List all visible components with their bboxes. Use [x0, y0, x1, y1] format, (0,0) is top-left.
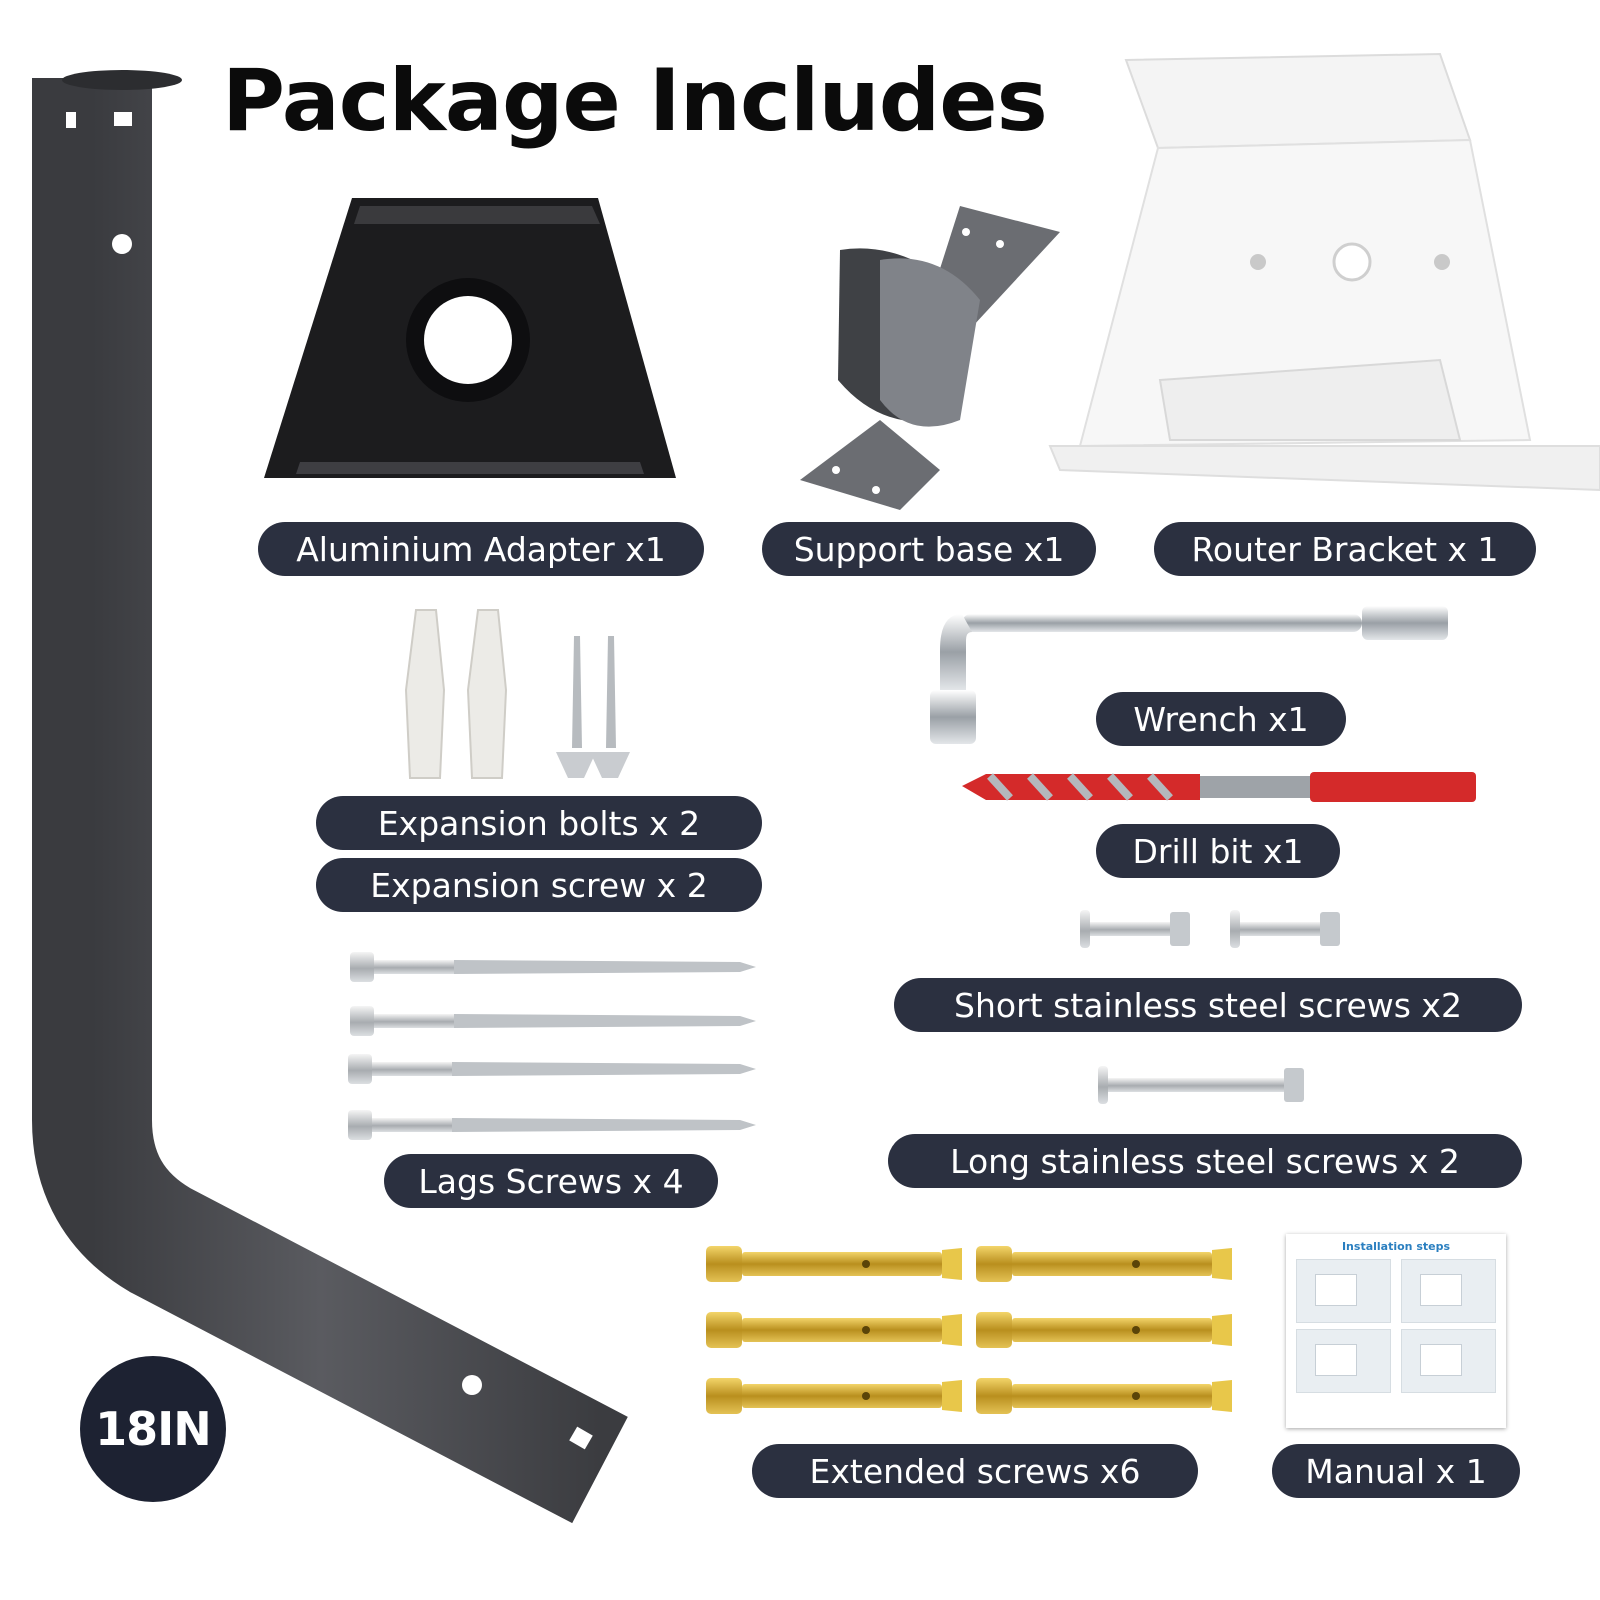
- size-badge: 18IN: [80, 1356, 226, 1502]
- label-drill-bit: Drill bit x1: [1096, 824, 1340, 878]
- router-bracket-icon: [1048, 52, 1600, 492]
- manual-step-image: [1296, 1329, 1391, 1393]
- manual-icon: Installation steps: [1286, 1234, 1506, 1428]
- expansion-screw-icon: [556, 636, 630, 778]
- short-screw-icon: [1080, 910, 1340, 948]
- expansion-bolt-icon: [404, 609, 508, 779]
- lag-screw-icon: [348, 952, 756, 1140]
- label-lags-screws: Lags Screws x 4: [384, 1154, 718, 1208]
- long-screw-icon: [1098, 1066, 1304, 1104]
- page-title: Package Includes: [222, 51, 1048, 151]
- label-extended-screws: Extended screws x6: [752, 1444, 1198, 1498]
- mounting-pole-icon: [32, 70, 628, 1524]
- wrench-icon: [930, 606, 1448, 744]
- extended-screw-icon: [706, 1246, 1232, 1414]
- drill-bit-icon: [962, 772, 1476, 802]
- manual-heading: Installation steps: [1341, 1240, 1451, 1253]
- label-aluminium-adapter: Aluminium Adapter x1: [258, 522, 704, 576]
- manual-steps-grid: [1296, 1259, 1496, 1393]
- label-support-base: Support base x1: [762, 522, 1096, 576]
- aluminium-adapter-icon: [264, 198, 676, 478]
- label-short-screws: Short stainless steel screws x2: [894, 978, 1522, 1032]
- manual-step-image: [1401, 1329, 1496, 1393]
- manual-step-image: [1296, 1259, 1391, 1323]
- manual-step-image: [1401, 1259, 1496, 1323]
- label-expansion-bolts: Expansion bolts x 2: [316, 796, 762, 850]
- label-manual: Manual x 1: [1272, 1444, 1520, 1498]
- label-long-screws: Long stainless steel screws x 2: [888, 1134, 1522, 1188]
- label-router-bracket: Router Bracket x 1: [1154, 522, 1536, 576]
- label-wrench: Wrench x1: [1096, 692, 1346, 746]
- support-base-icon: [800, 206, 1060, 510]
- label-expansion-screw: Expansion screw x 2: [316, 858, 762, 912]
